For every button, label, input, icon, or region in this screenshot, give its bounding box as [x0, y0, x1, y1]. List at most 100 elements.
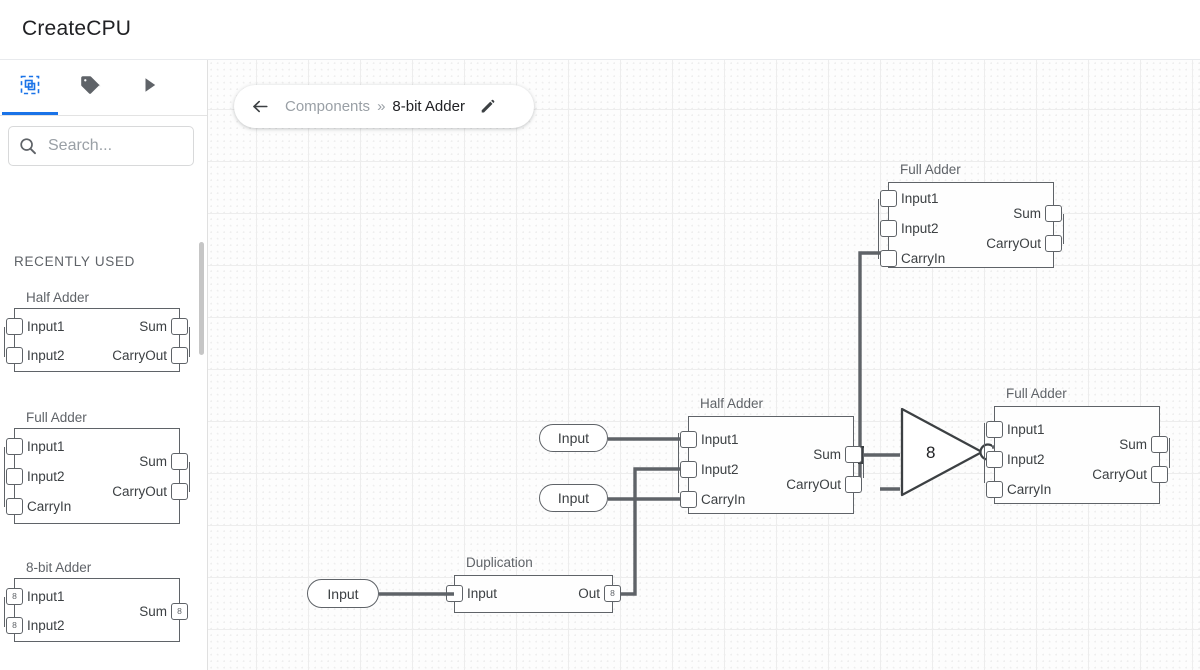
component-body: Input1 Input2 CarryIn Sum CarryOut [3, 428, 191, 524]
port-row-input[interactable]: CarryIn [6, 498, 71, 515]
port-dot[interactable] [880, 220, 897, 237]
port-row-output[interactable]: CarryOut [112, 483, 188, 500]
port-label: Sum [1013, 206, 1041, 221]
tag-icon [78, 73, 102, 102]
port-dot[interactable] [845, 476, 862, 493]
port-row-output[interactable]: Sum [139, 453, 188, 470]
tab-components[interactable] [2, 60, 58, 114]
node-port-input1[interactable]: Input1 [880, 190, 939, 207]
sidebar-component-8bit-adder[interactable]: 8-bit Adder 8 Input1 8 Input2 Sum 8 [3, 560, 188, 642]
port-row-output[interactable]: Sum 8 [139, 603, 188, 620]
port-dot[interactable] [986, 451, 1003, 468]
node-port-sum[interactable]: Sum [1119, 436, 1168, 453]
component-title: 8-bit Adder [26, 560, 92, 575]
port-label: Sum [1119, 437, 1147, 452]
port-dot[interactable] [171, 483, 188, 500]
port-label: CarryOut [1092, 467, 1147, 482]
arrow-left-icon[interactable] [248, 94, 273, 119]
node-port-input2[interactable]: Input2 [880, 220, 939, 237]
node-port-carryout[interactable]: CarryOut [786, 476, 862, 493]
node-port-carryin[interactable]: CarryIn [986, 481, 1051, 498]
sidebar-scrollbar[interactable] [199, 242, 204, 355]
node-port-input1[interactable]: Input1 [680, 431, 739, 448]
port-dot[interactable] [1151, 436, 1168, 453]
port-row-output[interactable]: Sum [139, 318, 188, 335]
port-dot[interactable] [6, 468, 23, 485]
port-row-input[interactable]: Input1 [6, 438, 65, 455]
node-port-carryout[interactable]: CarryOut [986, 235, 1062, 252]
port-dot-bus[interactable]: 8 [171, 603, 188, 620]
port-label: CarryOut [786, 477, 841, 492]
port-dot[interactable] [171, 347, 188, 364]
canvas-input-pill-1[interactable]: Input [539, 424, 608, 452]
search-input[interactable] [46, 136, 175, 156]
port-dot[interactable] [1045, 205, 1062, 222]
sidebar-component-full-adder[interactable]: Full Adder Input1 Input2 CarryIn Sum [3, 410, 191, 524]
port-dot[interactable] [680, 491, 697, 508]
node-port-sum[interactable]: Sum [813, 446, 862, 463]
port-dot[interactable] [6, 347, 23, 364]
port-label: Input [467, 586, 498, 601]
breadcrumb-parent[interactable]: Components [285, 98, 371, 115]
bus-width-label: 8 [926, 443, 936, 462]
port-row-input[interactable]: Input1 [6, 318, 65, 335]
port-row-input[interactable]: Input2 [6, 347, 65, 364]
port-dot[interactable] [6, 438, 23, 455]
tab-tags[interactable] [62, 60, 118, 114]
search-box[interactable] [8, 126, 194, 166]
port-row-input[interactable]: Input2 [6, 468, 65, 485]
breadcrumb-separator: » [377, 98, 386, 115]
node-port-out[interactable]: Out 8 [578, 585, 621, 602]
port-row-input[interactable]: 8 Input1 [6, 588, 65, 605]
node-port-carryout[interactable]: CarryOut [1092, 466, 1168, 483]
node-port-carryin[interactable]: CarryIn [680, 491, 746, 508]
port-label: Sum [139, 454, 167, 469]
port-dot[interactable] [446, 585, 463, 602]
port-dot[interactable] [6, 498, 23, 515]
port-label: CarryIn [901, 251, 946, 266]
port-dot[interactable] [986, 481, 1003, 498]
node-port-input[interactable]: Input [446, 585, 498, 602]
port-dot-bus[interactable]: 8 [604, 585, 621, 602]
pencil-icon[interactable] [479, 98, 496, 115]
canvas-node-bus-buffer[interactable]: 8 [900, 407, 997, 502]
port-label: CarryOut [112, 348, 167, 363]
sidebar-component-half-adder[interactable]: Half Adder Input1 Input2 Sum CarryOut [3, 290, 191, 372]
node-body: Input Out 8 [446, 575, 621, 613]
port-dot[interactable] [680, 431, 697, 448]
port-dot-bus[interactable]: 8 [6, 588, 23, 605]
port-label: Input2 [701, 462, 739, 477]
component-title: Full Adder [26, 410, 87, 425]
pill-label: Input [327, 585, 359, 602]
port-label: CarryOut [112, 484, 167, 499]
node-port-input2[interactable]: Input2 [986, 451, 1045, 468]
breadcrumb: Components » 8-bit Adder [234, 85, 534, 128]
port-dot[interactable] [6, 318, 23, 335]
tab-run[interactable] [122, 60, 178, 114]
canvas-input-pill-3[interactable]: Input [307, 579, 379, 608]
node-port-sum[interactable]: Sum [1013, 205, 1062, 222]
port-dot[interactable] [1151, 466, 1168, 483]
port-row-output[interactable]: CarryOut [112, 347, 188, 364]
port-dot[interactable] [171, 453, 188, 470]
bus-triangle-icon [900, 407, 997, 497]
canvas-input-pill-2[interactable]: Input [539, 484, 608, 512]
node-port-input1[interactable]: Input1 [986, 421, 1045, 438]
port-dot[interactable] [680, 461, 697, 478]
port-dot[interactable] [880, 250, 897, 267]
schematic-canvas[interactable]: Full Adder Input1 Input2 CarryIn Sum [208, 60, 1200, 670]
node-port-input2[interactable]: Input2 [680, 461, 739, 478]
port-label: CarryIn [701, 492, 746, 507]
port-dot[interactable] [1045, 235, 1062, 252]
node-title: Full Adder [1006, 386, 1067, 401]
port-dot[interactable] [171, 318, 188, 335]
port-dot[interactable] [880, 190, 897, 207]
port-row-input[interactable]: 8 Input2 [6, 617, 65, 634]
port-dot[interactable] [845, 446, 862, 463]
active-tab-indicator [2, 112, 58, 115]
node-port-carryin[interactable]: CarryIn [880, 250, 946, 267]
port-label: Input2 [901, 221, 939, 236]
port-dot-bus[interactable]: 8 [6, 617, 23, 634]
port-dot[interactable] [986, 421, 1003, 438]
